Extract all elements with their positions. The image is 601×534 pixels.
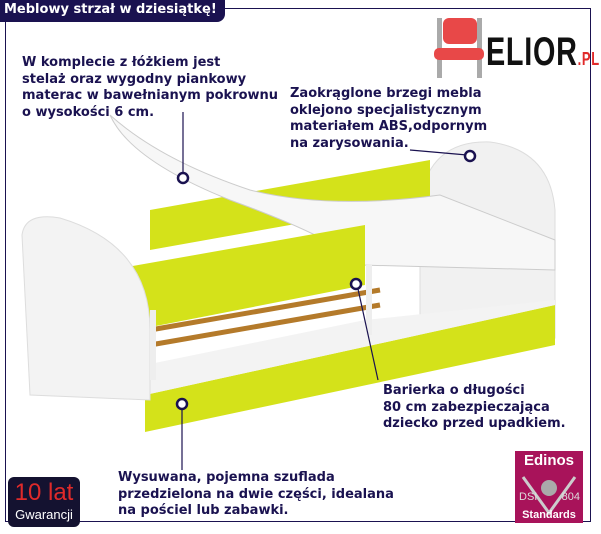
- banner: Meblowy strzał w dziesiątkę!: [0, 0, 225, 22]
- logo[interactable]: ELIOR.PL: [486, 30, 600, 74]
- callout-dot: [175, 397, 189, 411]
- mattress-callout: W komplecie z łóżkiem jest stelaż oraz w…: [22, 55, 279, 120]
- callout-dot: [349, 277, 363, 291]
- edges-callout: Zaokrąglone brzegi mebla oklejono specja…: [290, 86, 488, 151]
- callout-dot: [463, 149, 477, 163]
- drawer-callout: Wysuwana, pojemna szuflada przedzielona …: [118, 470, 394, 518]
- warranty-badge: 10 lat Gwarancji: [8, 477, 80, 527]
- callout-dot: [176, 171, 190, 185]
- frame: [5, 8, 591, 522]
- certificate-badge: Edinos DSI 804 Standards: [515, 451, 583, 523]
- drawer: [145, 305, 555, 432]
- left-headboard: [21, 216, 151, 401]
- barrier-callout: Barierka o długości 80 cm zabezpieczając…: [383, 383, 566, 431]
- check-mark-icon: [521, 476, 577, 516]
- chair-logo-icon: [434, 18, 484, 78]
- front-rail: [110, 225, 365, 335]
